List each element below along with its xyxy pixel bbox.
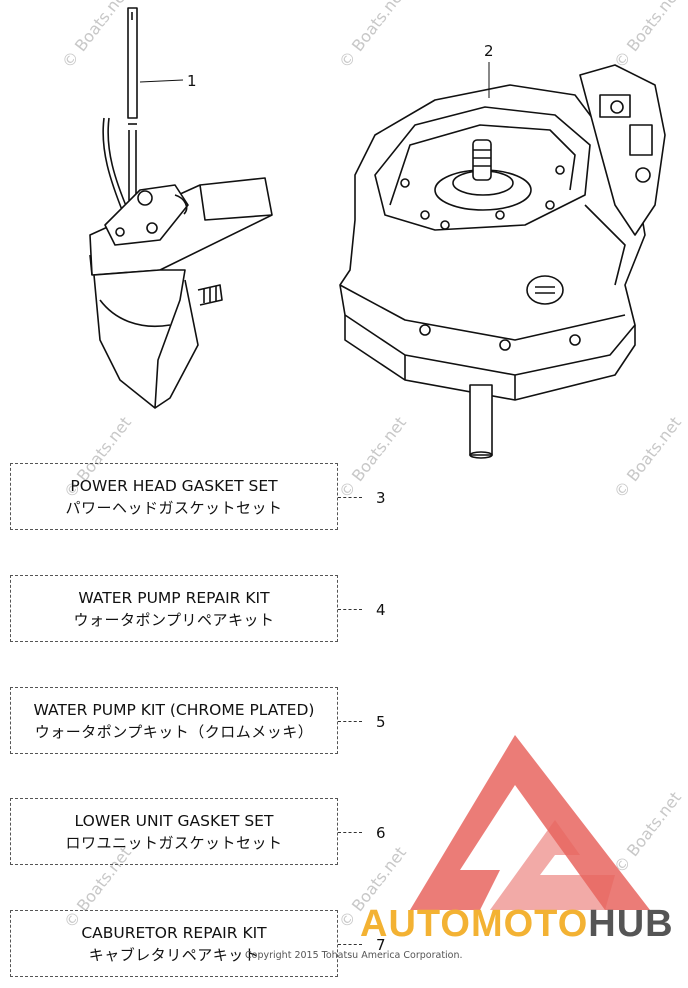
kit-name-en: WATER PUMP KIT (CHROME PLATED) bbox=[33, 700, 315, 719]
part-number-1: 1 bbox=[187, 72, 197, 90]
kit-name-en: CABURETOR REPAIR KIT bbox=[81, 923, 267, 942]
automotohub-logo-icon bbox=[410, 735, 650, 910]
lower-unit-drawing bbox=[89, 7, 273, 409]
kit-box-power-head-gasket-set[interactable]: POWER HEAD GASKET SET パワーヘッドガスケットセット bbox=[10, 463, 338, 530]
kit-name-ja: ウォータポンプキット（クロムメッキ） bbox=[34, 722, 314, 741]
kit-name-ja: ロワユニットガスケットセット bbox=[65, 833, 283, 852]
callout-number-6: 6 bbox=[376, 824, 386, 842]
automotohub-brand: AUTOMOTOHUB bbox=[360, 903, 674, 946]
brand-part1: AUTOMOTO bbox=[360, 903, 589, 945]
part-number-2: 2 bbox=[484, 42, 494, 60]
callout-number-7: 7 bbox=[376, 936, 386, 954]
brand-part2: HUB bbox=[588, 903, 674, 945]
callout-line bbox=[338, 832, 362, 833]
kit-name-en: WATER PUMP REPAIR KIT bbox=[78, 588, 270, 607]
callout-number-5: 5 bbox=[376, 713, 386, 731]
kit-name-ja: キャブレタリペアキット bbox=[88, 945, 260, 964]
kit-box-lower-unit-gasket-set[interactable]: LOWER UNIT GASKET SET ロワユニットガスケットセット bbox=[10, 798, 338, 865]
kit-name-en: POWER HEAD GASKET SET bbox=[70, 476, 278, 495]
callout-line bbox=[338, 497, 362, 498]
callout-number-3: 3 bbox=[376, 489, 386, 507]
power-head-drawing bbox=[339, 64, 666, 459]
kit-box-caburetor-repair-kit[interactable]: CABURETOR REPAIR KIT キャブレタリペアキット bbox=[10, 910, 338, 977]
kit-box-water-pump-repair-kit[interactable]: WATER PUMP REPAIR KIT ウォータポンプリペアキット bbox=[10, 575, 338, 642]
kit-box-water-pump-kit-chrome-plated[interactable]: WATER PUMP KIT (CHROME PLATED) ウォータポンプキッ… bbox=[10, 687, 338, 754]
copyright-notice: Copyright 2015 Tohatsu America Corporati… bbox=[245, 950, 463, 961]
callout-line bbox=[338, 609, 362, 610]
kit-name-ja: ウォータポンプリペアキット bbox=[73, 610, 275, 629]
callout-line bbox=[338, 944, 362, 945]
kit-name-en: LOWER UNIT GASKET SET bbox=[74, 811, 274, 830]
callout-number-4: 4 bbox=[376, 601, 386, 619]
callout-line bbox=[338, 721, 362, 722]
kit-name-ja: パワーヘッドガスケットセット bbox=[65, 498, 283, 517]
